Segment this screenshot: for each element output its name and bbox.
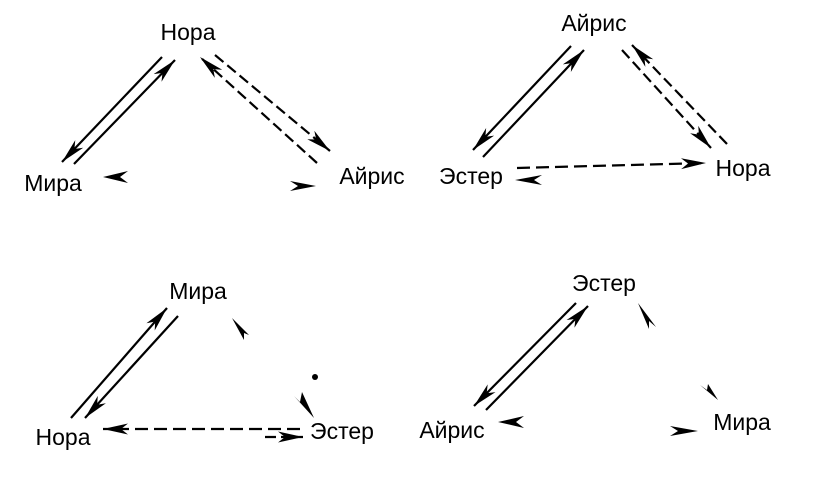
node-label-left-d3: Нора (36, 424, 91, 450)
dangling-arrow-d3-right (294, 392, 314, 418)
node-label-right-d1: Айрис (339, 163, 404, 189)
dangling-arrow-d4-right-upper (700, 384, 718, 400)
node-label-top-d2: Айрис (561, 10, 626, 36)
node-label-left-d2: Эстер (439, 163, 503, 189)
node-label-top-d4: Эстер (572, 270, 636, 296)
dangling-arrow-d3-top (232, 318, 249, 340)
edge-left-top-d3 (70, 307, 168, 419)
edge-top-right-d1 (214, 54, 331, 152)
node-label-right-d4: Мира (713, 409, 771, 435)
node-label-left-d1: Мира (24, 170, 82, 196)
dangling-arrow-d2-left (515, 175, 542, 185)
edge-top-left-d2 (472, 45, 572, 151)
relation-diagram-3: Мира Нора Эстер (36, 278, 374, 450)
edge-left-top-d2 (482, 49, 585, 158)
dangling-arrow-d4-left (498, 416, 524, 428)
node-label-top-d3: Мира (169, 278, 227, 304)
node-label-top-d1: Нора (161, 19, 216, 45)
dangling-arrow-d1-left (103, 171, 128, 183)
edge-left-right-d2 (516, 158, 707, 170)
dangling-arrow-d1-right (290, 181, 316, 191)
edge-top-left-d4 (473, 302, 577, 407)
relation-diagram-1: Нора Мира Айрис (24, 19, 404, 196)
edge-left-top-d4 (485, 305, 589, 411)
node-label-left-d4: Айрис (419, 417, 484, 443)
relation-diagram-2: Айрис Эстер Нора (439, 10, 771, 189)
edge-top-left-d3 (84, 315, 179, 419)
relation-diagram-4: Эстер Айрис Мира (419, 270, 771, 443)
dot-mark-d3 (312, 374, 318, 380)
edge-top-left-d1 (61, 56, 163, 163)
node-label-right-d3: Эстер (310, 418, 374, 444)
edge-right-top-d1 (199, 56, 318, 164)
dangling-arrow-d4-top (638, 303, 656, 329)
dangling-arrow-d4-right-lower (670, 426, 698, 436)
edge-left-top-d1 (73, 59, 176, 165)
edge-top-right-d2 (621, 49, 712, 149)
node-label-right-d2: Нора (716, 155, 771, 181)
edge-right-top-d2 (631, 44, 728, 145)
